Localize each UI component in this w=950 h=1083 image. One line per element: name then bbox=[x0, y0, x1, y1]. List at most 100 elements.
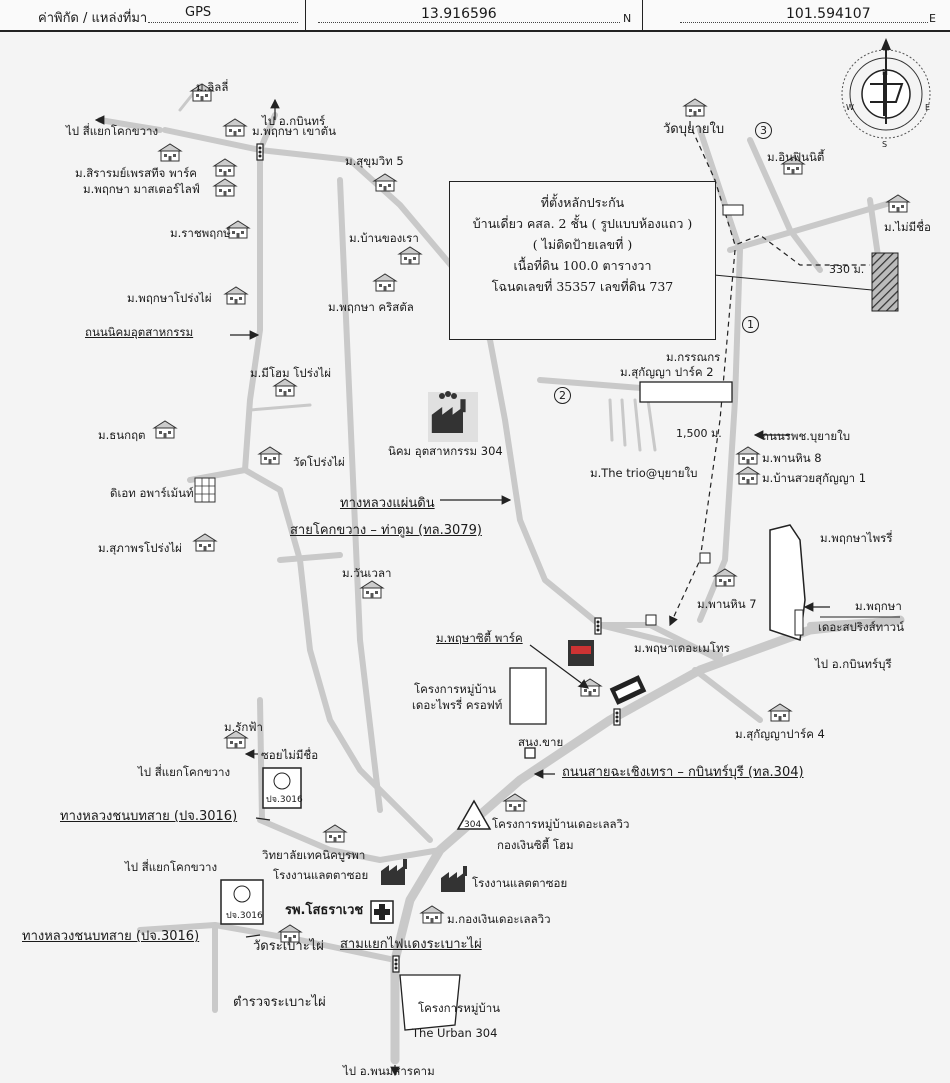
label-nikhom304: นิคม อุตสาหกรรม 304 bbox=[388, 444, 503, 458]
route-3016-number: ปจ.3016 bbox=[266, 795, 303, 805]
urban304-outline bbox=[399, 974, 461, 1031]
route-3016-sign bbox=[262, 767, 302, 809]
factory-icons bbox=[381, 391, 478, 892]
marker-3: 3 bbox=[755, 122, 772, 139]
label-sirarom: ม.สิรารมย์เพรสทีจ พาร์ค bbox=[75, 166, 197, 180]
label-wat-rabao: วัดระเบาะไผ่ bbox=[253, 939, 324, 954]
dotted-line bbox=[680, 22, 928, 23]
label-to-khokkhwang-2: ไป สี่แยกโคกขวาง bbox=[138, 765, 231, 779]
label-leisure: โครงการหมู่บ้านเดอะเลลวิว bbox=[492, 817, 630, 831]
prairie-croft-outline bbox=[509, 667, 547, 725]
distance-1500: 1,500 ม. bbox=[676, 427, 722, 440]
label-phanhin7: ม.พานหิน 7 bbox=[697, 597, 757, 611]
info-house-number: ( ไม่ติดป้ายเลขที่ ) bbox=[532, 237, 633, 252]
label-pruksa-crystal: ม.พฤกษา คริสตัล bbox=[328, 300, 414, 314]
label-mihome: ม.มีโฮม โปร่งไผ่ bbox=[250, 366, 332, 380]
distance-330: 330 ม. bbox=[829, 263, 865, 276]
header-divider bbox=[642, 0, 643, 30]
coordinates-header: ค่าพิกัด / แหล่งที่มา GPS 13.916596 N 10… bbox=[0, 0, 950, 32]
label-springtown: เดอะสปริงส์ทาวน์ bbox=[818, 620, 904, 634]
label-pruksa: ม.พฤกษา bbox=[855, 599, 902, 613]
label-thanon304: ถนนสายฉะเชิงเทรา – กบินทร์บุรี (ทล.304) bbox=[562, 765, 804, 780]
kornnakorn-outline bbox=[639, 381, 733, 403]
road-304 bbox=[390, 615, 905, 1065]
label-to-khokkhwang-1: ไป สี่แยกโคกขวาง bbox=[66, 124, 159, 138]
label-pruksa-khaotan: ม.พฤกษา เขาตัน bbox=[252, 124, 337, 138]
label-wat-buyaibai: วัดบุยายใบ bbox=[663, 122, 725, 137]
label-pruksa-city: ม.พฤษาซิตี้ พาร์ค bbox=[436, 631, 523, 645]
label-ngern: กองเงินซิตี้ โฮม bbox=[497, 838, 574, 852]
route-3016-number-2: ปจ.3016 bbox=[226, 911, 263, 921]
dotted-line bbox=[318, 22, 620, 23]
label-sukanya4: ม.สุกัญญาปาร์ค 4 bbox=[735, 727, 825, 741]
label-to-kabin: ไป อ.กบินทร์ bbox=[262, 114, 326, 128]
target-property-marker bbox=[871, 252, 899, 312]
label-to-khokkhwang-3: ไป สี่แยกโคกขวาง bbox=[125, 860, 218, 874]
label-wat-prongpai: วัดโปร่งไผ่ bbox=[293, 455, 345, 469]
route-304-number: 304 bbox=[464, 820, 482, 830]
label-suphap: ม.สุภาพรโปร่งไผ่ bbox=[98, 541, 182, 555]
label-maimiseu-top: ม.ไม่มีชื่อ bbox=[884, 220, 931, 234]
label-lily: ม.ลิลลี่ bbox=[196, 80, 229, 94]
info-building-type: บ้านเดี่ยว คสล. 2 ชั้น ( รูปแบบห้องแถว ) bbox=[472, 216, 693, 231]
label-urban304: The Urban 304 bbox=[412, 1026, 498, 1040]
header-border bbox=[0, 0, 950, 32]
header-divider bbox=[305, 0, 306, 30]
collateral-info-box: ที่ตั้งหลักประกัน บ้านเดี่ยว คสล. 2 ชั้น… bbox=[449, 181, 716, 340]
compass-n: N bbox=[882, 68, 888, 77]
label-pruksa-master: ม.พฤกษา มาสเตอร์ไลฟ์ bbox=[83, 182, 200, 196]
label-project-prairie-2: เดอะไพรรี่ ครอฟท์ bbox=[412, 698, 503, 712]
longitude-value: 101.594107 bbox=[786, 6, 871, 22]
info-land-area: เนื้อที่ดิน 100.0 ตารางวา bbox=[513, 258, 652, 273]
label-ratchaphruek: ม.ราชพฤกษ์ bbox=[170, 226, 231, 240]
latitude-value: 13.916596 bbox=[421, 6, 497, 22]
route-304-shield-icon bbox=[456, 799, 492, 830]
compass-e: E bbox=[925, 103, 931, 112]
label-project-prairie: โครงการหมู่บ้าน bbox=[414, 682, 497, 696]
label-ban-suay: ม.บ้านสวยสุกัญญา 1 bbox=[762, 471, 867, 485]
label-phanhin8: ม.พานหิน 8 bbox=[762, 451, 822, 465]
label-highway-title: ทางหลวงแผ่นดิน bbox=[340, 496, 435, 511]
label-junction: สามแยกไฟแดงระเบาะไผ่ bbox=[340, 937, 482, 952]
marker-1: 1 bbox=[742, 316, 759, 333]
label-soi-maimiseu: ซอยไม่มีชื่อ bbox=[261, 748, 319, 762]
coord-source-value: GPS bbox=[185, 5, 212, 20]
label-thanon-rpc: ถนนรพช.บุยายใบ bbox=[762, 429, 851, 443]
label-diet-apartment: ดิเอท อพาร์เม้นท์ bbox=[110, 486, 194, 500]
label-highway-3079: สายโคกขวาง – ท่าตูม (ทล.3079) bbox=[290, 523, 482, 538]
longitude-unit: E bbox=[929, 12, 936, 25]
info-title: ที่ตั้งหลักประกัน bbox=[540, 195, 625, 210]
label-pruksa-demetro: ม.พฤษาเดอะเมโทร bbox=[634, 641, 730, 655]
label-kornnakorn: ม.กรรณกร bbox=[666, 350, 721, 364]
label-highway-3016a: ทางหลวงชนบทสาย (ปจ.3016) bbox=[60, 809, 238, 824]
label-pruksa-prairie: ม.พฤกษาไพรรี่ bbox=[820, 531, 893, 545]
label-to-phanom: ไป อ.พนมสารคาม bbox=[343, 1064, 435, 1078]
label-police: ตำรวจระเบาะไผ่ bbox=[233, 995, 326, 1010]
latitude-unit: N bbox=[623, 12, 632, 25]
label-raksfa: ม.รักฟ้า bbox=[224, 720, 263, 734]
compass-s: S bbox=[882, 140, 888, 149]
label-hospital: รพ.โสธราเวช bbox=[285, 903, 364, 918]
apartment-icon bbox=[194, 477, 216, 503]
label-technic: วิทยาลัยเทคนิคบูรพา bbox=[262, 848, 366, 862]
info-deed: โฉนดเลขที่ 35357 เลขที่ดิน 737 bbox=[491, 279, 674, 294]
label-ban-khongrao: ม.บ้านของเรา bbox=[349, 231, 419, 245]
label-sukanya2: ม.สุกัญญา ปาร์ค 2 bbox=[620, 365, 714, 379]
label-the-trio: ม.The trio@บุยายใบ bbox=[590, 466, 698, 480]
compass-rose-icon bbox=[841, 38, 931, 139]
label-factory-1: โรงงานแลตตาซอย bbox=[273, 868, 369, 882]
road-3016 bbox=[257, 817, 443, 863]
label-pruksa-prongpai: ม.พฤกษาโปร่งไผ่ bbox=[127, 291, 212, 305]
label-thanakrit: ม.ธนกฤต bbox=[98, 428, 146, 442]
label-wanwela: ม.วันเวลา bbox=[342, 566, 392, 580]
label-to-kabinburi: ไป อ.กบินทร์บุรี bbox=[815, 657, 892, 671]
dotted-line bbox=[148, 22, 298, 23]
label-thanon-nikhom: ถนนนิคมอุตสาหกรรม bbox=[85, 325, 194, 339]
marker-2: 2 bbox=[554, 387, 571, 404]
road-3079 bbox=[162, 127, 723, 658]
hospital-cross-icon bbox=[370, 900, 394, 924]
lotus-logo bbox=[609, 675, 647, 705]
label-highway-3016b: ทางหลวงชนบทสาย (ปจ.3016) bbox=[22, 929, 200, 944]
label-factory-2: โรงงานแลตตาซอย bbox=[472, 876, 568, 890]
small-sign bbox=[722, 204, 744, 216]
